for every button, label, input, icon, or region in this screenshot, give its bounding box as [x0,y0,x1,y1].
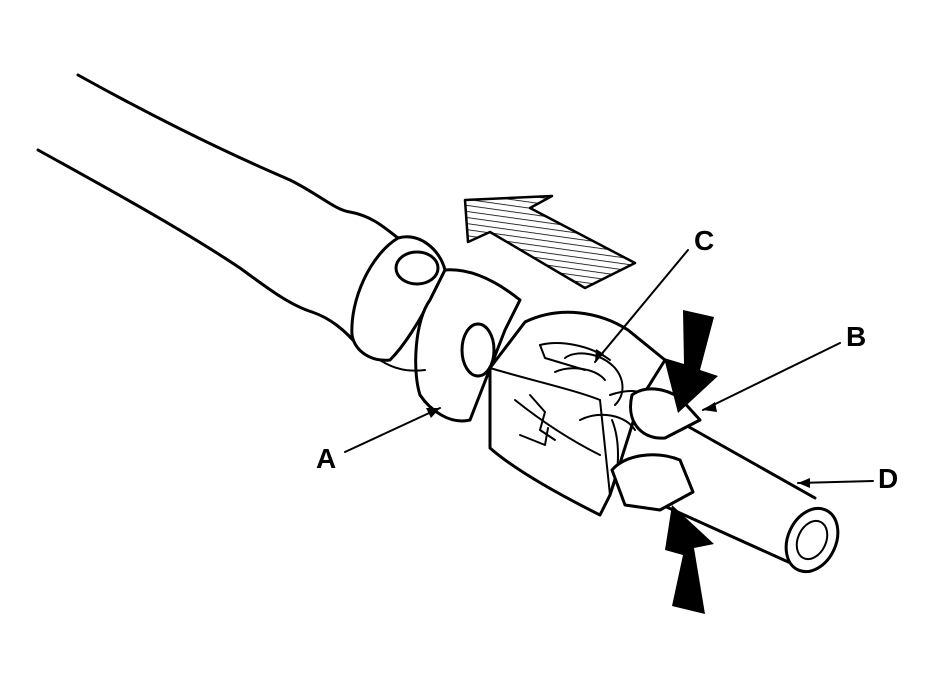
connector-boss [394,250,440,286]
push-arrow-top-icon [664,310,718,413]
wire-harness [36,73,400,350]
connector-body [350,235,522,423]
push-arrow-bottom-icon [665,505,714,614]
callout-label-a: A [316,443,336,474]
push-arrows [664,310,718,614]
callout-label-c: C [694,225,714,256]
callout-label-b: B [846,321,866,352]
direction-arrow-icon [463,194,637,290]
direction-arrow [463,194,637,290]
callout-label-d: D [878,463,898,494]
callout-leaders [344,249,874,488]
